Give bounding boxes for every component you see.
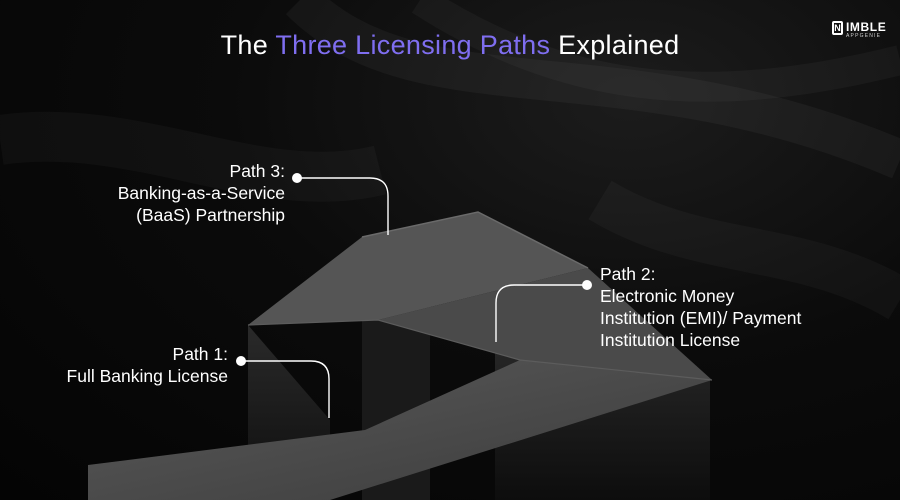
path2-line-2: Institution (EMI)/ Payment (600, 308, 802, 328)
path-top-segment-1 (88, 360, 712, 500)
path1-label: Path 1: Full Banking License (67, 343, 228, 387)
logo-mark-icon: N (832, 21, 843, 35)
path2-line-3: Institution License (600, 330, 741, 350)
path1-connector (241, 360, 330, 418)
path2-heading: Path 2: (600, 264, 656, 284)
path3-heading: Path 3: (229, 161, 285, 181)
path2-line-1: Electronic Money (600, 286, 735, 306)
path1-heading: Path 1: (172, 344, 228, 364)
path-ridge (361, 211, 589, 269)
path-top-segment-2 (378, 268, 712, 380)
path3-connector (297, 177, 389, 235)
path-ridge (247, 319, 713, 381)
path3-dot (292, 173, 302, 183)
logo-name: IMBLE (846, 20, 887, 34)
path2-dot (582, 280, 592, 290)
path1-line-1: Full Banking License (66, 366, 228, 386)
path3-label: Path 3: Banking-as-a-Service (BaaS) Part… (118, 160, 285, 226)
title-prefix: The (220, 30, 276, 60)
page-title: The Three Licensing Paths Explained (0, 30, 900, 61)
title-highlight: Three Licensing Paths (275, 30, 551, 60)
path3-line-2: (BaaS) Partnership (136, 205, 285, 225)
path2-label: Path 2: Electronic Money Institution (EM… (600, 263, 801, 351)
path1-dot (236, 356, 246, 366)
logo-tagline: APPGENIE (846, 33, 882, 39)
path2-connector (495, 284, 587, 342)
path-top-segment-3 (248, 212, 588, 325)
path3-line-1: Banking-as-a-Service (117, 183, 285, 203)
brand-logo: N IMBLE APPGENIE (832, 20, 892, 42)
title-suffix: Explained (550, 30, 680, 60)
